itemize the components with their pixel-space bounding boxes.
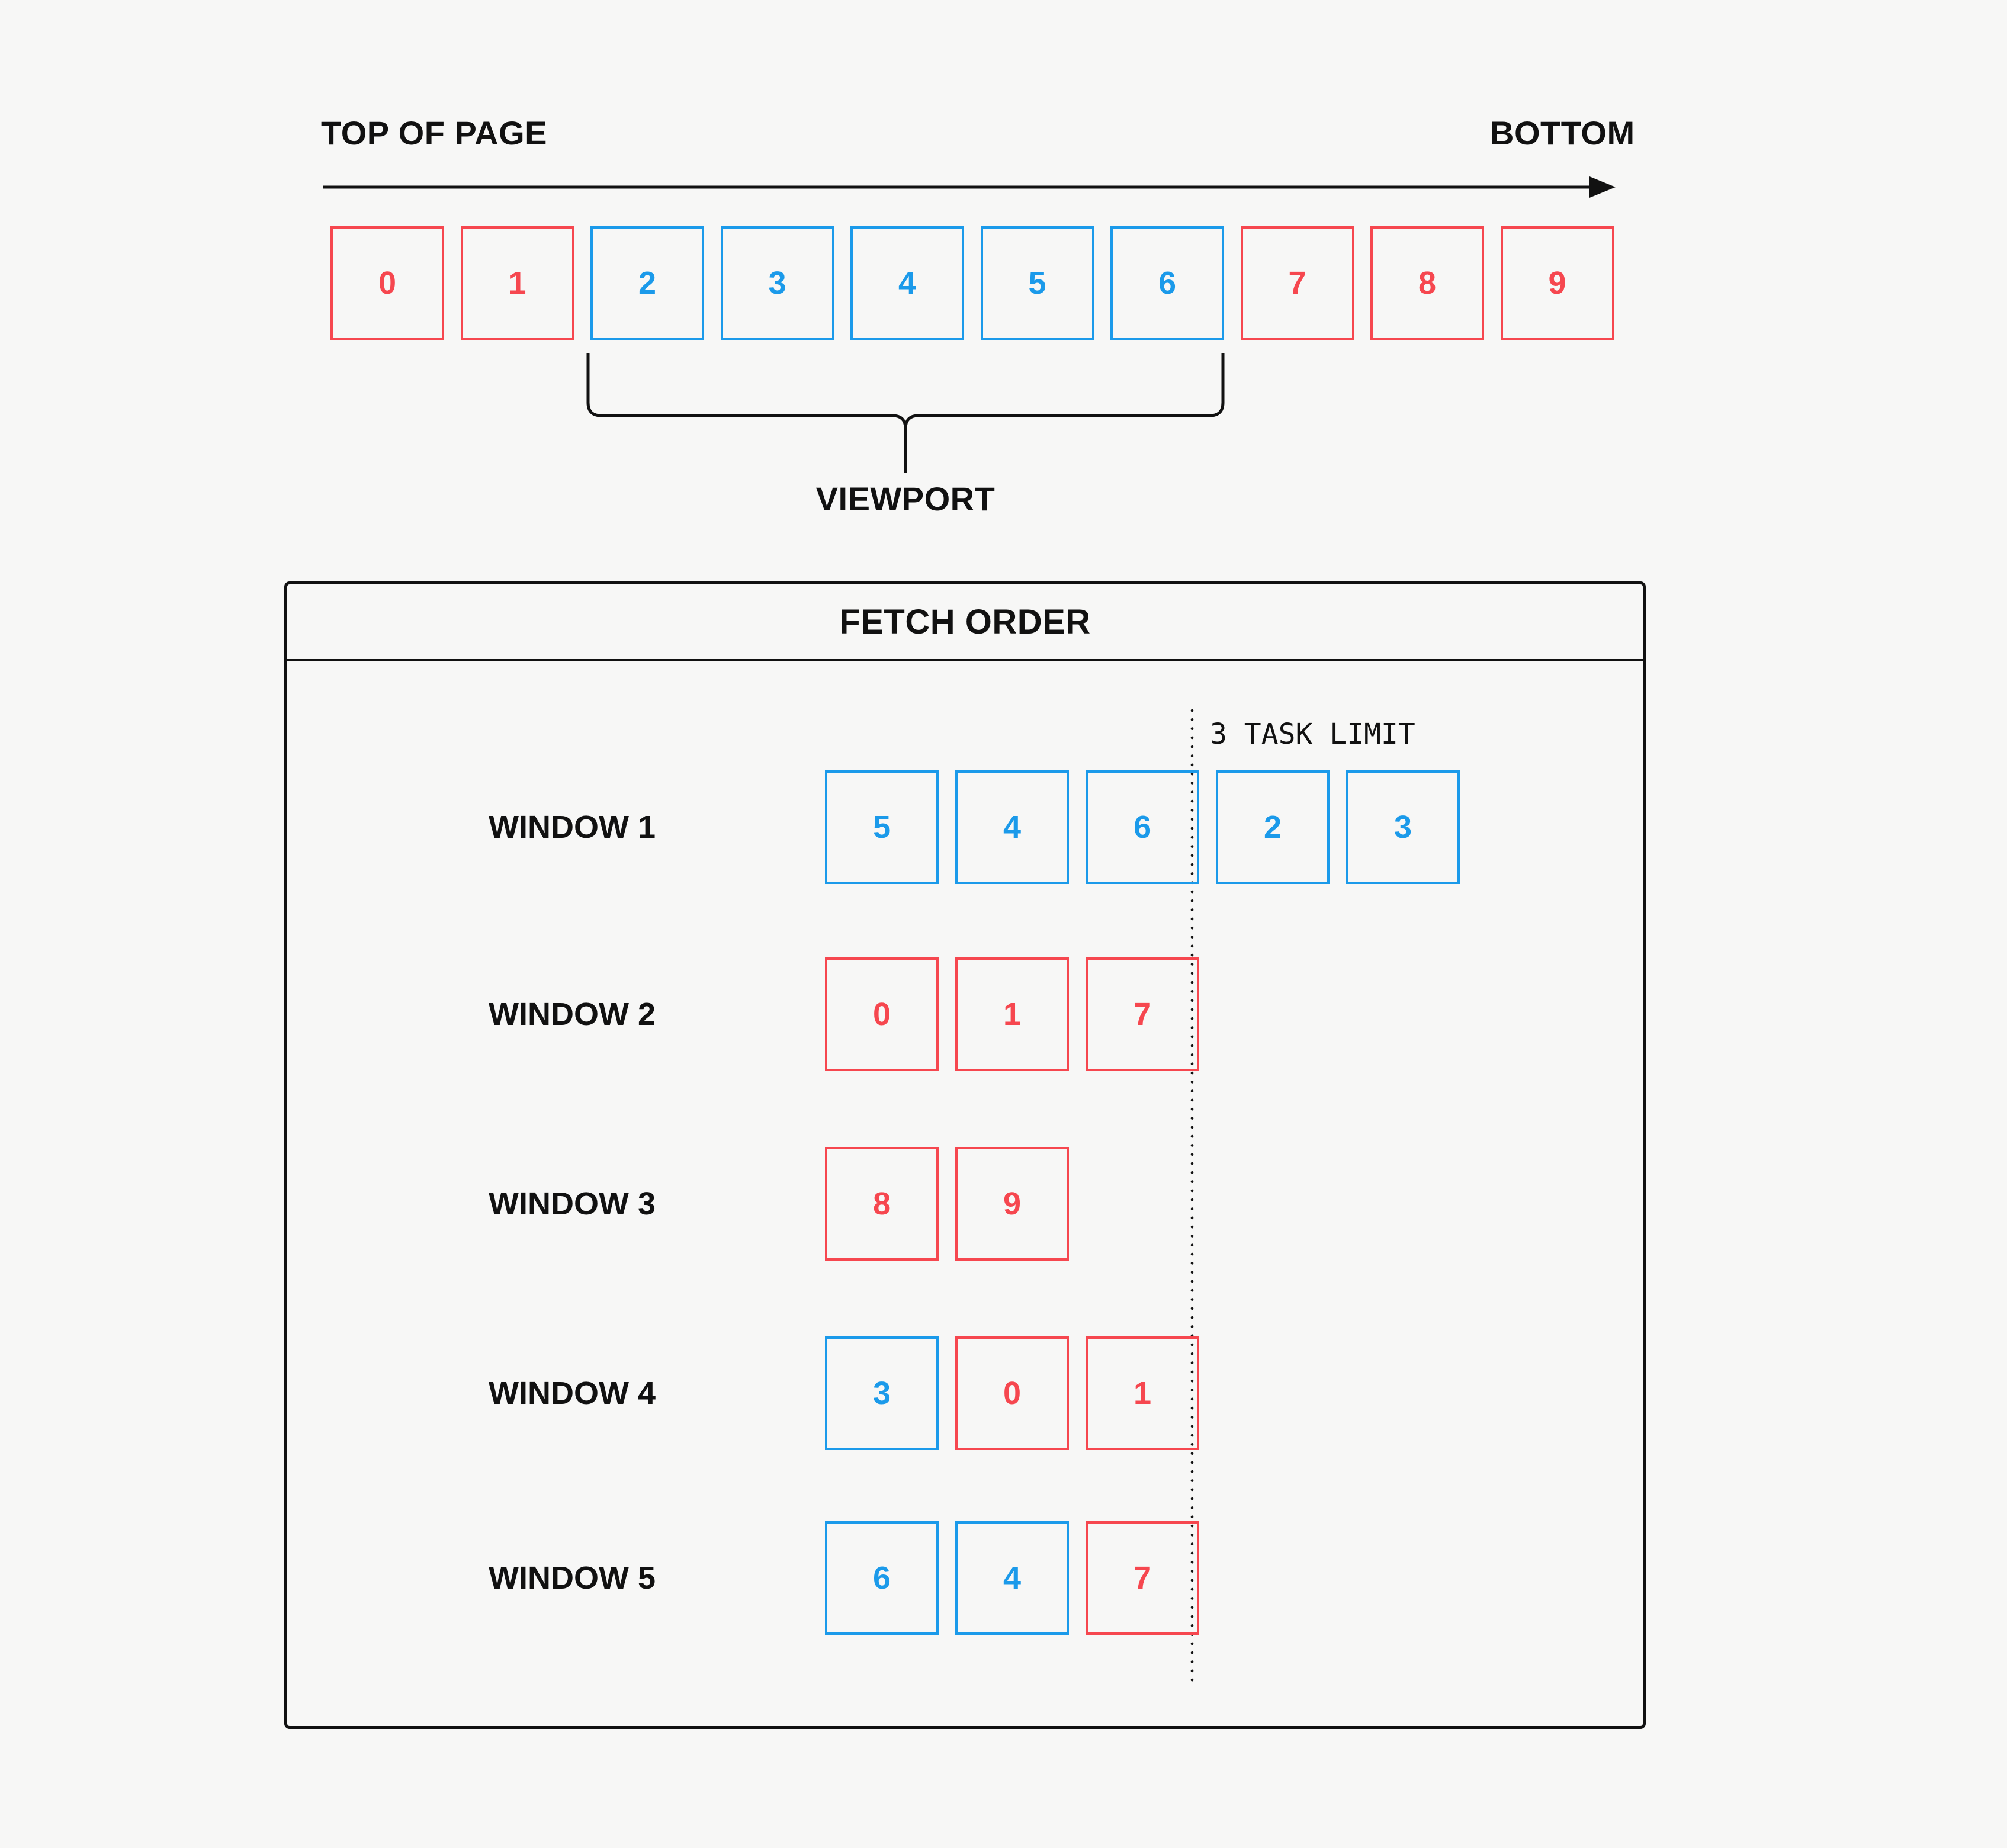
page-chunk-box: 9	[1500, 226, 1614, 340]
fetch-box-number: 4	[1003, 1560, 1022, 1596]
window-row: WINDOW 1 5 4 6 2	[287, 770, 1643, 884]
fetch-box: 5	[825, 770, 939, 884]
fetch-box: 4	[955, 1521, 1069, 1635]
fetch-box-number: 0	[872, 997, 891, 1032]
fetch-box: 9	[955, 1147, 1069, 1261]
window-fetch-boxes: 5 4 6 2 3	[825, 770, 1460, 884]
window-label: WINDOW 1	[489, 809, 656, 845]
fetch-box-number: 5	[872, 809, 891, 845]
page-chunk-box: 2	[590, 226, 704, 340]
fetch-box-number: 7	[1133, 1560, 1152, 1596]
page-chunk-scale: 0 1 2 3 4 5 6	[330, 226, 1614, 340]
page-chunk-box: 0	[330, 226, 444, 340]
fetch-order-panel: FETCH ORDER WINDOW 1 5 4 6	[284, 581, 1646, 1729]
chunk-number: 0	[378, 265, 397, 301]
fetch-box-number: 3	[872, 1375, 891, 1411]
fetch-order-header: FETCH ORDER	[287, 584, 1643, 661]
fetch-box: 8	[825, 1147, 939, 1261]
fetch-box: 4	[955, 770, 1069, 884]
scroll-direction-arrow	[323, 176, 1616, 198]
fetch-box-number: 6	[1133, 809, 1152, 845]
chunk-number: 7	[1288, 265, 1306, 301]
top-of-page-label: TOP OF PAGE	[321, 114, 548, 152]
fetch-box-number: 8	[872, 1186, 891, 1222]
chunk-number: 6	[1158, 265, 1177, 301]
chunk-number: 9	[1548, 265, 1566, 301]
fetch-box: 7	[1086, 1521, 1199, 1635]
window-row: WINDOW 2 0 1 7	[287, 957, 1643, 1071]
fetch-box-number: 7	[1133, 997, 1152, 1032]
page-chunk-box: 8	[1370, 226, 1484, 340]
window-label: WINDOW 5	[489, 1560, 656, 1596]
fetch-box: 7	[1086, 957, 1199, 1071]
page-chunk-box: 4	[850, 226, 964, 340]
page-chunk-box: 1	[460, 226, 574, 340]
window-row: WINDOW 5 6 4 7	[287, 1521, 1643, 1635]
page-chunk-box: 3	[720, 226, 834, 340]
chunk-number: 8	[1418, 265, 1437, 301]
page-chunk-box: 5	[980, 226, 1094, 340]
fetch-order-title: FETCH ORDER	[839, 602, 1091, 641]
fetch-box: 1	[955, 957, 1069, 1071]
page-chunk-box: 6	[1110, 226, 1224, 340]
fetch-box: 1	[1086, 1336, 1199, 1450]
window-row: WINDOW 4 3 0 1	[287, 1336, 1643, 1450]
window-fetch-boxes: 0 1 7	[825, 957, 1199, 1071]
fetch-box: 0	[955, 1336, 1069, 1450]
fetch-box: 6	[1086, 770, 1199, 884]
chunk-number: 2	[638, 265, 657, 301]
window-row: WINDOW 3 8 9	[287, 1147, 1643, 1261]
page-chunk-box: 7	[1240, 226, 1354, 340]
window-label: WINDOW 4	[489, 1375, 656, 1411]
chunk-number: 5	[1028, 265, 1046, 301]
fetch-box: 6	[825, 1521, 939, 1635]
task-limit-label: 3 TASK LIMIT	[1210, 718, 1415, 751]
fetch-box-number: 1	[1003, 997, 1022, 1032]
fetch-box: 2	[1216, 770, 1330, 884]
fetch-box: 0	[825, 957, 939, 1071]
viewport-bracket	[586, 353, 1225, 473]
window-label: WINDOW 2	[489, 997, 656, 1032]
window-fetch-boxes: 3 0 1	[825, 1336, 1199, 1450]
fetch-box-number: 4	[1003, 809, 1022, 845]
fetch-box: 3	[1346, 770, 1460, 884]
fetch-box-number: 3	[1393, 809, 1412, 845]
fetch-box-number: 9	[1003, 1186, 1022, 1222]
chunk-number: 1	[508, 265, 526, 301]
window-fetch-boxes: 6 4 7	[825, 1521, 1199, 1635]
window-label: WINDOW 3	[489, 1186, 656, 1222]
fetch-box-number: 1	[1133, 1375, 1152, 1411]
chunk-number: 3	[768, 265, 786, 301]
chunk-number: 4	[898, 265, 917, 301]
fetch-box-number: 0	[1003, 1375, 1022, 1411]
bottom-label: BOTTOM	[1490, 114, 1635, 152]
fetch-box-number: 2	[1263, 809, 1282, 845]
window-fetch-boxes: 8 9	[825, 1147, 1069, 1261]
viewport-label: VIEWPORT	[815, 480, 996, 518]
fetch-box-number: 6	[872, 1560, 891, 1596]
fetch-box: 3	[825, 1336, 939, 1450]
